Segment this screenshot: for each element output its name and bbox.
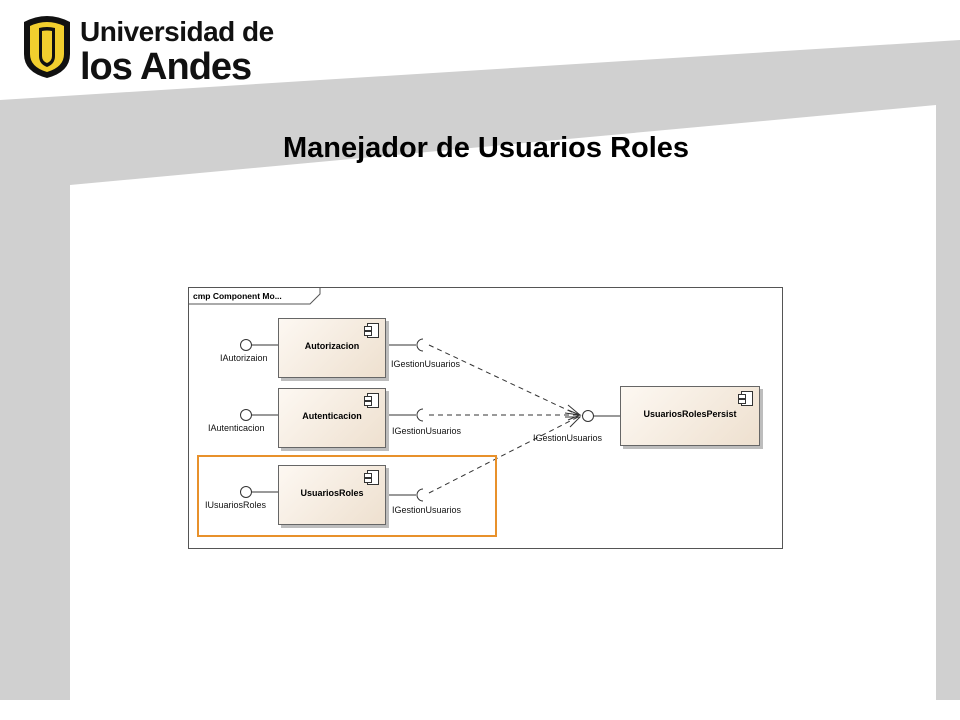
component-icon [364,323,379,338]
component-usuariosroles: UsuariosRoles [278,465,386,525]
interface-label-provided-persist: IGestionUsuarios [533,433,603,443]
component-label: UsuariosRolesPersist [643,409,737,419]
socket-autenticacion [388,408,424,422]
lollipop-igestionusuarios [582,410,620,422]
component-label: Autenticacion [302,411,362,421]
component-icon [364,470,379,485]
interface-label-required-3: IGestionUsuarios [392,505,462,515]
arrow-heads [564,404,582,428]
interface-label-iautenticacion: IAutenticacion [208,423,265,433]
logo-text-line1: Universidad de [80,16,274,47]
interface-label-iautorizaion: IAutorizaion [220,353,268,363]
diagram-connectors [188,287,620,502]
lollipop-iautorizacion [240,339,278,351]
socket-autorizacion [388,338,424,352]
dependency-arrows [428,344,579,494]
component-usuariosrolespersist: UsuariosRolesPersist [620,386,760,446]
interface-label-iusuariosroles: IUsuariosRoles [205,500,267,510]
university-logo: Universidad de los Andes [20,14,274,86]
page-title: Manejador de Usuarios Roles [282,132,690,164]
interface-label-required-2: IGestionUsuarios [392,426,462,436]
component-autorizacion: Autorizacion [278,318,386,378]
seal-icon [24,16,70,78]
component-label: Autorizacion [304,341,360,351]
highlight-box [197,455,497,537]
component-icon [738,391,753,406]
logo-text-line2: los Andes [80,46,252,88]
interface-label-required-1: IGestionUsuarios [391,359,461,369]
component-label: UsuariosRoles [300,488,364,498]
lollipop-iusuariosroles [240,486,278,498]
frame-label: cmp Component Mo... [193,291,282,301]
socket-usuariosroles [388,488,424,502]
component-icon [364,393,379,408]
component-autenticacion: Autenticacion [278,388,386,448]
lollipop-iautenticacion [240,409,278,421]
